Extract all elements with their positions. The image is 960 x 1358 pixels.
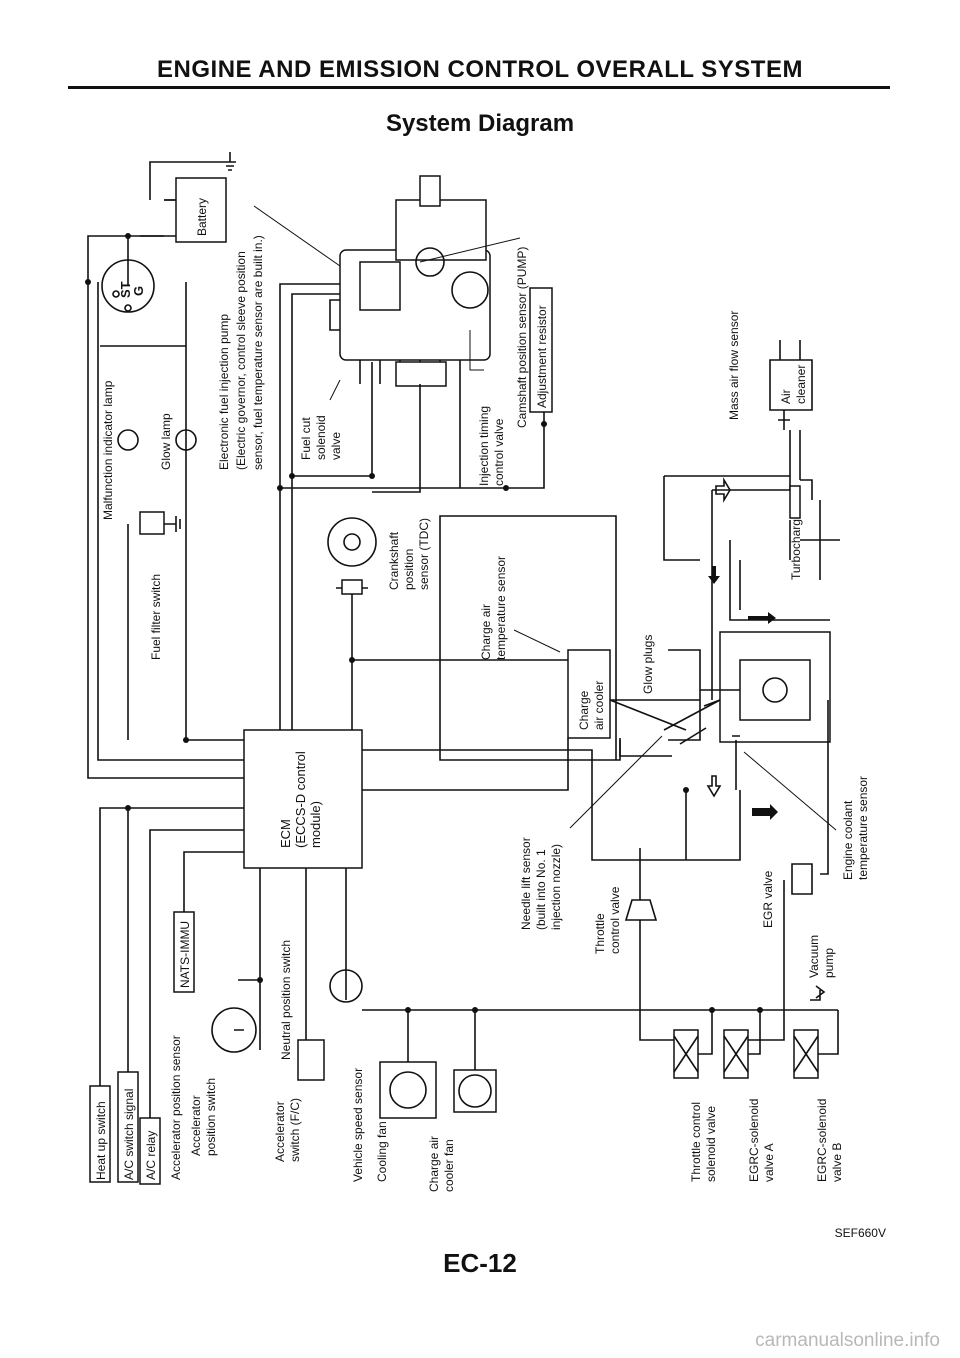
ecm-box bbox=[243, 729, 363, 869]
air-cleaner-label-2: cleaner bbox=[794, 365, 808, 404]
battery-box bbox=[175, 177, 227, 243]
charge-air-temp-label-1: Charge air bbox=[479, 604, 493, 660]
accel-pos-switch-label-2: position switch bbox=[204, 1078, 218, 1156]
needle-lift-label-3: injection nozzle) bbox=[549, 844, 563, 930]
left-input-wires bbox=[99, 807, 244, 1118]
air-flow-arrow-2 bbox=[708, 566, 720, 584]
egr-valve-label: EGR valve bbox=[761, 870, 775, 928]
throttle-control-valve-icon bbox=[624, 899, 658, 921]
adjustment-resistor-box bbox=[529, 287, 553, 413]
air-flow-arrow-1 bbox=[715, 477, 731, 503]
watermark: carmanualsonline.info bbox=[755, 1330, 940, 1351]
ignition-st-label: ST bbox=[118, 281, 133, 298]
injection-pump-label-1: Electronic fuel injection pump bbox=[217, 314, 231, 470]
throttle-solenoid-label-2: solenoid valve bbox=[704, 1106, 718, 1182]
ecm-label-1: ECM bbox=[278, 819, 293, 848]
crankshaft-label-3: sensor (TDC) bbox=[417, 518, 431, 590]
accel-pos-sensor-label: Accelerator position sensor bbox=[169, 1035, 183, 1180]
egrc-a-label-1: EGRC-solenoid bbox=[747, 1099, 761, 1182]
ecm-label-2: (ECCS-D control bbox=[293, 751, 308, 848]
accel-switch-fc-label-2: switch (F/C) bbox=[288, 1098, 302, 1162]
air-cleaner-box bbox=[769, 340, 813, 411]
air-flow-arrow-3 bbox=[748, 612, 776, 624]
egrc-b-label-1: EGRC-solenoid bbox=[815, 1099, 829, 1182]
section-title: System Diagram bbox=[385, 110, 575, 137]
glow-lamp-label: Glow lamp bbox=[159, 413, 173, 470]
turbocharger-label: Turbocharger bbox=[789, 508, 803, 580]
charge-air-cooler-label-1: Charge bbox=[577, 690, 591, 730]
page-number: EC-12 bbox=[443, 1248, 517, 1278]
engine-coolant-label-2: temperature sensor bbox=[856, 776, 870, 880]
crankshaft-sensor-icon bbox=[327, 517, 377, 567]
mass-air-flow-label: Mass air flow sensor bbox=[727, 311, 741, 420]
vacuum-pump-label-2: pump bbox=[822, 948, 836, 978]
fuel-injection-pump-illustration bbox=[329, 175, 491, 387]
nats-label: NATS-IMMU bbox=[178, 921, 192, 988]
charge-air-fan-label-2: cooler fan bbox=[442, 1139, 456, 1192]
accel-position-sensor-icon bbox=[211, 979, 261, 1053]
vacuum-pump-label-1: Vacuum bbox=[807, 935, 821, 978]
fuel-filter-switch-symbol bbox=[139, 511, 165, 535]
turbocharger-symbol bbox=[789, 485, 801, 519]
mil-label: Malfunction indicator lamp bbox=[101, 380, 115, 520]
accel-switch-fc-label-1: Accelerator bbox=[273, 1101, 287, 1162]
cooling-fan-icon bbox=[389, 1071, 427, 1109]
accel-pos-switch-label-1: Accelerator bbox=[189, 1095, 203, 1156]
engine-block-illustration bbox=[668, 631, 831, 743]
charge-air-fan-label-1: Charge air bbox=[427, 1136, 441, 1192]
fuel-cut-label-2: solenoid bbox=[314, 415, 328, 460]
egr-valve-icon bbox=[791, 863, 813, 895]
adjustment-resistor-label: Adjustment resistor bbox=[535, 305, 549, 408]
crankshaft-label-1: Crankshaft bbox=[387, 531, 401, 590]
needle-lift-label-2: (built into No. 1 bbox=[534, 849, 548, 930]
mil-lamp-icon bbox=[117, 429, 139, 451]
cooling-fan-label: Cooling fan bbox=[375, 1121, 389, 1182]
heat-up-switch-label: Heat up switch bbox=[94, 1101, 108, 1180]
battery-label: Battery bbox=[195, 198, 209, 236]
air-cleaner-label-1: Air bbox=[779, 389, 793, 404]
injection-pump-label-3: sensor, fuel temperature sensor are buil… bbox=[251, 235, 265, 470]
needle-lift-label-1: Needle lift sensor bbox=[519, 837, 533, 930]
throttle-valve-label-1: Throttle bbox=[593, 913, 607, 954]
page-header-title: ENGINE AND EMISSION CONTROL OVERALL SYST… bbox=[157, 56, 803, 83]
egrc-b-label-2: valve B bbox=[830, 1143, 844, 1182]
charge-air-cooler-label-2: air cooler bbox=[592, 681, 606, 730]
crankshaft-label-2: position bbox=[402, 549, 416, 590]
ecm-label-3: module) bbox=[308, 801, 323, 848]
charge-air-fan-box bbox=[453, 1069, 497, 1113]
injection-timing-label-2: control valve bbox=[492, 418, 506, 486]
injection-timing-label-1: Injection timing bbox=[477, 406, 491, 486]
engine-sensor-wires bbox=[362, 515, 741, 861]
glow-plugs-label: Glow plugs bbox=[641, 635, 655, 694]
vehicle-speed-label: Vehicle speed sensor bbox=[351, 1068, 365, 1182]
glow-lamp-icon bbox=[175, 429, 197, 451]
ac-switch-signal-label: A/C switch signal bbox=[122, 1089, 136, 1180]
charge-air-cooler-box bbox=[567, 649, 611, 739]
camshaft-sensor-label: Camshaft position sensor (PUMP) bbox=[515, 247, 529, 428]
charge-air-fan-icon bbox=[458, 1074, 492, 1108]
cooling-fan-box bbox=[379, 1061, 437, 1119]
lamp-wires bbox=[97, 282, 244, 761]
charge-air-temp-label-2: temperature sensor bbox=[494, 556, 508, 660]
fuel-cut-label-1: Fuel cut bbox=[299, 417, 313, 460]
air-flow-arrow-5 bbox=[752, 804, 778, 820]
egrc-a-label-2: valve A bbox=[762, 1143, 776, 1182]
vehicle-speed-sensor-icon bbox=[329, 969, 363, 1003]
fuel-cut-label-3: valve bbox=[329, 432, 343, 460]
injection-pump-label-2: (Electric governor, control sleeve posit… bbox=[234, 251, 248, 470]
figure-reference-code: SEF660V bbox=[834, 1226, 886, 1240]
neutral-switch-icon bbox=[297, 1039, 325, 1081]
air-flow-arrow-4 bbox=[706, 775, 722, 798]
header-divider bbox=[68, 86, 890, 89]
neutral-switch-label: Neutral position switch bbox=[279, 940, 293, 1060]
fuel-filter-switch-label: Fuel filter switch bbox=[149, 574, 163, 660]
engine-coolant-label-1: Engine coolant bbox=[841, 800, 855, 880]
ac-relay-label: A/C relay bbox=[144, 1131, 158, 1180]
ignition-g-label: G bbox=[131, 286, 146, 296]
throttle-solenoid-label-1: Throttle control bbox=[689, 1102, 703, 1182]
throttle-valve-label-2: control valve bbox=[608, 886, 622, 954]
